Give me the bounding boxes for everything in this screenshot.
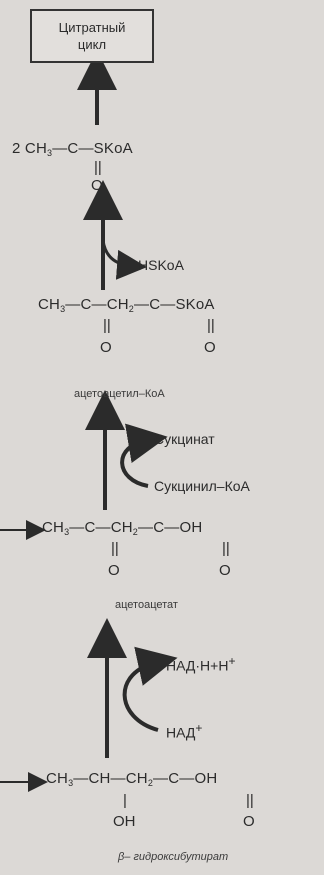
acetyl-coa-formula: 2 CH3—C—SKoA <box>12 140 133 158</box>
hskoa-branch-arrow <box>101 239 147 280</box>
succinate-label: Сукцинат <box>154 431 215 447</box>
hydroxybutyrate-double-bond: || <box>246 792 254 809</box>
acetoacetyl-coa-oxygen-1: O <box>100 339 112 356</box>
nad-curve-arrow <box>122 646 178 732</box>
acetoacetyl-coa-double-bond-1: || <box>103 317 111 334</box>
acetoacetyl-coa-double-bond-2: || <box>207 317 215 334</box>
succinyl-coa-label: Сукцинил–КоА <box>154 478 250 494</box>
acetoacetyl-coa-caption: ацетоацетил–КоА <box>74 388 165 400</box>
hydroxybutyrate-hydroxyl: OH <box>113 813 136 830</box>
acetoacetate-oxygen-1: O <box>108 562 120 579</box>
hydroxybutyrate-single-bond: | <box>123 792 127 809</box>
hskoa-label: HSKoA <box>138 257 184 273</box>
nadh-label: НАД·Н+Н+ <box>166 654 236 674</box>
acetoacetate-caption: ацетоацетат <box>115 599 178 611</box>
citrate-cycle-line1: Цитратный <box>58 20 126 35</box>
hydroxybutyrate-oxygen: O <box>243 813 255 830</box>
acetyl-coa-oxygen: O <box>91 177 103 194</box>
acetoacetate-double-bond-2: || <box>222 540 230 557</box>
citrate-cycle-box: Цитратный цикл <box>30 9 154 63</box>
acetoacetate-formula: CH3—C—CH2—C—OH <box>42 519 203 537</box>
nad-label: НАД+ <box>166 721 203 741</box>
acetyl-coa-double-bond: || <box>94 159 102 176</box>
citrate-cycle-line2: цикл <box>77 37 107 52</box>
acetoacetate-double-bond-1: || <box>111 540 119 557</box>
acetoacetate-oxygen-2: O <box>219 562 231 579</box>
acetoacetyl-coa-oxygen-2: O <box>204 339 216 356</box>
hydroxybutyrate-caption: β– гидроксибутират <box>118 851 229 863</box>
acetoacetyl-coa-formula: CH3—C—CH2—C—SKoA <box>38 296 215 314</box>
hydroxybutyrate-formula: CH3—CH—CH2—C—OH <box>46 770 218 788</box>
succinate-curve-arrow <box>120 423 168 488</box>
